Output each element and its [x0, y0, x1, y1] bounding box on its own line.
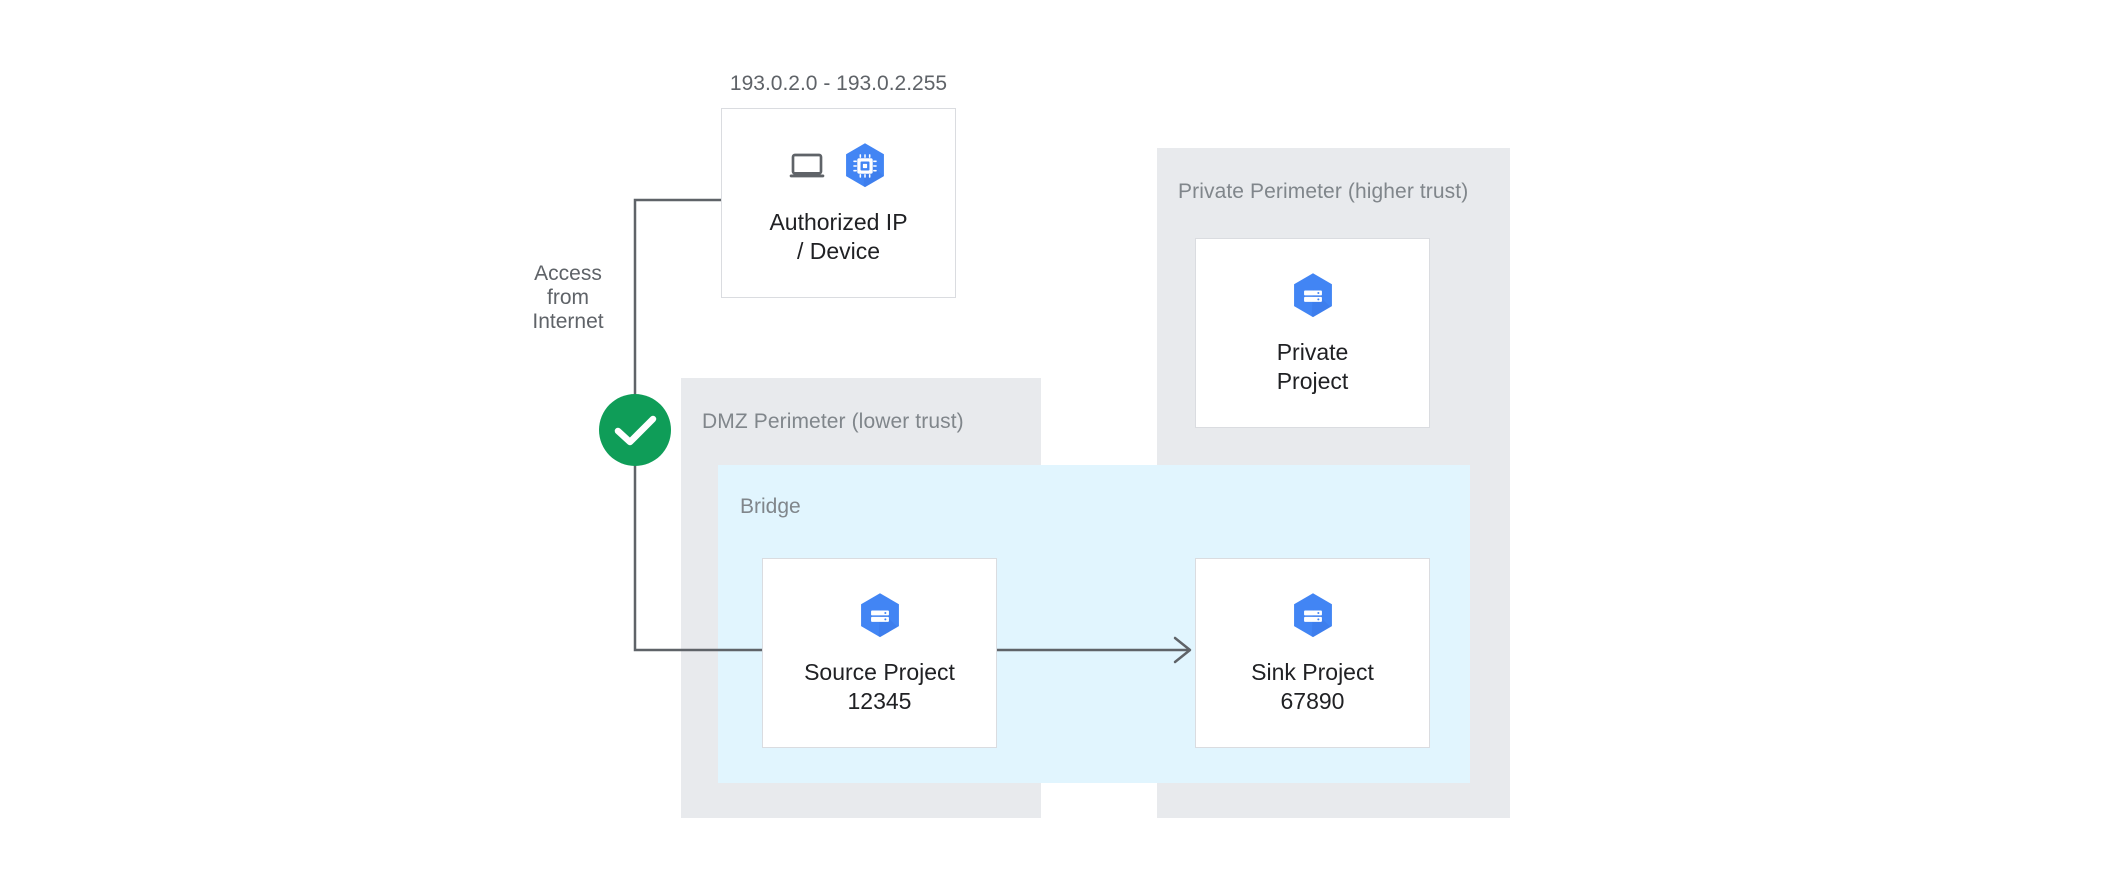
dmz-perimeter-label: DMZ Perimeter (lower trust): [702, 410, 964, 433]
private-project-icons: [1287, 270, 1339, 322]
authorized-device-card[interactable]: Authorized IP / Device: [721, 108, 956, 298]
sink-project-label: Sink Project 67890: [1251, 659, 1374, 714]
source-project-label: Source Project 12345: [804, 659, 955, 714]
ip-range-caption: 193.0.2.0 - 193.0.2.255: [729, 72, 948, 95]
project-hexagon-icon: [1293, 593, 1332, 638]
source-project-icons: [854, 590, 906, 642]
sink-project-card[interactable]: Sink Project 67890: [1195, 558, 1430, 748]
private-perimeter-label: Private Perimeter (higher trust): [1178, 180, 1469, 203]
private-project-label: Private Project: [1276, 339, 1349, 394]
bridge-label: Bridge: [740, 495, 801, 518]
compute-engine-hexagon-icon: [845, 143, 884, 188]
source-project-card[interactable]: Source Project 12345: [762, 558, 997, 748]
authorized-device-icons: [787, 140, 891, 192]
private-project-card[interactable]: Private Project: [1195, 238, 1430, 428]
sink-project-icons: [1287, 590, 1339, 642]
authorized-device-label: Authorized IP / Device: [769, 209, 908, 264]
project-hexagon-icon: [1293, 273, 1332, 318]
project-hexagon-icon: [860, 593, 899, 638]
check-circle-icon: [599, 394, 671, 466]
access-from-internet-label: Access from Internet: [532, 262, 604, 333]
laptop-icon: [789, 153, 824, 178]
